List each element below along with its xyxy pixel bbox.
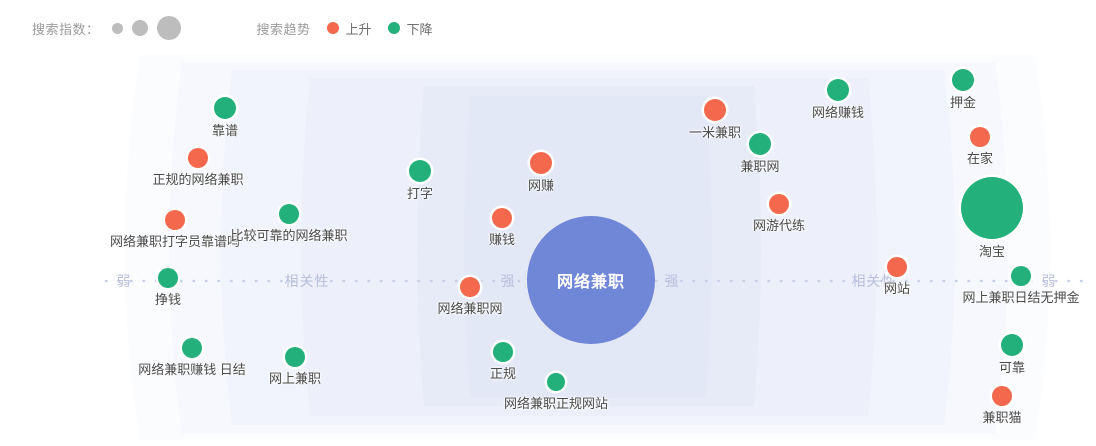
keyword-bubble-falling[interactable] <box>158 268 178 288</box>
keyword-bubble-falling[interactable] <box>1011 266 1031 286</box>
keyword-bubble-rising[interactable] <box>970 127 990 147</box>
keyword-node[interactable]: 网络赚钱 <box>812 79 864 120</box>
keyword-node[interactable]: 挣钱 <box>155 268 181 307</box>
keyword-bubble-falling[interactable] <box>952 69 974 91</box>
keyword-node[interactable]: 网络兼职赚钱 日结 <box>138 338 246 377</box>
keyword-node-label: 靠谱 <box>211 123 239 138</box>
keyword-node-label: 网站 <box>883 281 911 296</box>
keyword-bubble-rising[interactable] <box>769 194 789 214</box>
keyword-node-label: 兼职猫 <box>982 410 1022 425</box>
keyword-node[interactable]: 网赚 <box>528 152 554 193</box>
keyword-node-label: 网赚 <box>527 178 555 193</box>
keyword-bubble-falling[interactable] <box>961 177 1023 239</box>
keyword-node[interactable]: 可靠 <box>999 334 1025 375</box>
keyword-node[interactable]: 网上兼职日结无押金 <box>962 266 1080 305</box>
keyword-bubble-falling[interactable] <box>827 79 849 101</box>
keyword-node-label: 淘宝 <box>978 244 1006 259</box>
axis-label-3: 强 <box>664 273 680 289</box>
keyword-node-label: 押金 <box>949 95 977 110</box>
keyword-node[interactable]: 兼职网 <box>740 133 780 174</box>
keyword-node-label: 打字 <box>406 186 434 201</box>
keyword-bubble-rising[interactable] <box>492 208 512 228</box>
keyword-bubble-rising[interactable] <box>165 210 185 230</box>
legend: 搜索指数： 搜索趋势 上升 下降 <box>0 0 1096 56</box>
keyword-node[interactable]: 在家 <box>967 127 993 166</box>
keyword-node[interactable]: 靠谱 <box>212 97 238 138</box>
keyword-node-label: 比较可靠的网络兼职 <box>230 228 348 243</box>
keyword-node[interactable]: 正规 <box>490 342 516 381</box>
center-node-label: 网络兼职 <box>556 274 625 291</box>
keyword-node-label: 兼职网 <box>740 159 780 174</box>
legend-size-label: 搜索指数： <box>32 21 100 37</box>
legend-search-index: 搜索指数： <box>32 16 181 40</box>
keyword-node-label: 正规的网络兼职 <box>152 172 244 187</box>
keyword-node[interactable]: 打字 <box>407 160 433 201</box>
legend-size-dot-small <box>111 22 123 34</box>
keyword-node-label: 一米兼职 <box>688 125 742 140</box>
keyword-bubble-rising[interactable] <box>992 386 1012 406</box>
keyword-bubble-falling[interactable] <box>1001 334 1023 356</box>
center-node-wangluojianzhi[interactable]: 网络兼职 <box>527 216 655 344</box>
keyword-node-label: 网络兼职赚钱 日结 <box>138 362 246 377</box>
keyword-node-label: 网上兼职 <box>268 371 322 386</box>
keyword-node-label: 赚钱 <box>488 232 516 247</box>
keyword-node-label: 网络兼职网 <box>437 301 503 316</box>
keyword-node-label: 在家 <box>966 151 994 166</box>
keyword-node-label: 网上兼职日结无押金 <box>962 290 1080 305</box>
center-bubble[interactable]: 网络兼职 <box>527 216 655 344</box>
keyword-bubble-rising[interactable] <box>887 257 907 277</box>
keyword-bubble-falling[interactable] <box>279 204 299 224</box>
keyword-bubble-falling[interactable] <box>493 342 513 362</box>
legend-size-dots <box>106 16 181 40</box>
keyword-node[interactable]: 网络兼职网 <box>437 277 503 316</box>
keyword-node[interactable]: 比较可靠的网络兼职 <box>230 204 348 243</box>
keyword-node-label: 可靠 <box>998 360 1026 375</box>
legend-trend-label: 搜索趋势 <box>256 21 311 37</box>
rising-dot-icon <box>326 22 339 34</box>
keyword-node[interactable]: 网上兼职 <box>269 347 321 386</box>
keyword-node[interactable]: 网游代练 <box>753 194 805 233</box>
legend-search-trend: 搜索趋势 上升 下降 <box>257 19 433 38</box>
keyword-node-label: 网络兼职打字员靠谱吗 <box>109 234 241 249</box>
legend-trend-rising-label: 上升 <box>345 21 372 37</box>
falling-dot-icon <box>387 22 400 34</box>
keyword-node[interactable]: 一米兼职 <box>689 99 741 140</box>
keyword-bubble-falling[interactable] <box>409 160 431 182</box>
keyword-node[interactable]: 兼职猫 <box>982 386 1022 425</box>
axis-label-5: 弱 <box>1041 273 1057 289</box>
keyword-node-label: 网络兼职正规网站 <box>503 396 609 411</box>
axis-label-1: 相关性 <box>284 273 330 289</box>
keyword-node-label: 网游代练 <box>752 218 806 233</box>
keyword-bubble-falling[interactable] <box>182 338 202 358</box>
keyword-bubble-falling[interactable] <box>749 133 771 155</box>
keyword-bubble-rising[interactable] <box>188 148 208 168</box>
keyword-bubble-falling[interactable] <box>547 373 565 391</box>
keyword-bubble-rising[interactable] <box>530 152 552 174</box>
keyword-bubble-falling[interactable] <box>214 97 236 119</box>
keyword-node[interactable]: 网络兼职打字员靠谱吗 <box>110 210 240 249</box>
keyword-node[interactable]: 淘宝 <box>961 177 1023 259</box>
keyword-bubble-rising[interactable] <box>460 277 480 297</box>
legend-trend-rising[interactable]: 上升 <box>326 19 372 38</box>
keyword-bubble-falling[interactable] <box>285 347 305 367</box>
axis-label-0: 弱 <box>116 273 132 289</box>
keyword-node-label: 网络赚钱 <box>811 105 865 120</box>
keyword-node[interactable]: 正规的网络兼职 <box>152 148 244 187</box>
legend-size-dot-large <box>156 16 181 40</box>
legend-trend-falling-label: 下降 <box>406 21 433 37</box>
axis-label-2: 强 <box>500 273 516 289</box>
keyword-node[interactable]: 押金 <box>950 69 976 110</box>
keyword-node-label: 挣钱 <box>154 292 182 307</box>
legend-trend-falling[interactable]: 下降 <box>387 19 433 38</box>
axis-label-4: 相关性 <box>851 273 897 289</box>
keyword-node[interactable]: 赚钱 <box>489 208 515 247</box>
keyword-bubble-rising[interactable] <box>704 99 726 121</box>
keyword-node[interactable]: 网站 <box>884 257 910 296</box>
legend-size-dot-medium <box>131 20 148 36</box>
keyword-node[interactable]: 网络兼职正规网站 <box>504 373 608 411</box>
keyword-node-label: 正规 <box>489 366 517 381</box>
